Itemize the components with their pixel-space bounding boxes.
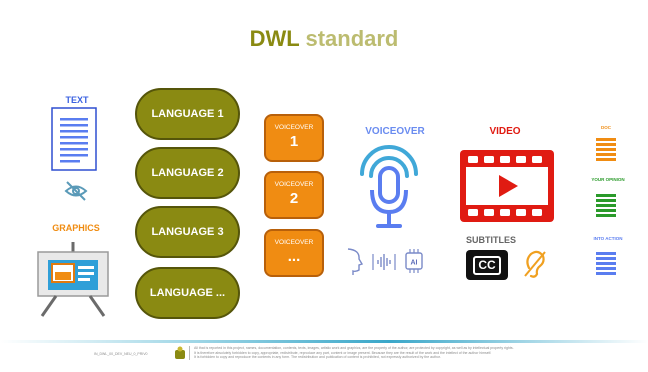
text-label: TEXT [65, 95, 89, 105]
voiceover-more-box: VOICEOVER ... [264, 229, 324, 277]
language-1-box: LANGUAGE 1 [135, 88, 240, 140]
footer-separator [189, 346, 190, 360]
closed-captions-icon: CC [466, 250, 508, 280]
presentation-board-icon [37, 242, 109, 317]
into-action-label: INTO ACTION [593, 236, 623, 241]
voiceover-box-label: VOICEOVER [274, 181, 314, 188]
voiceover-box-number: ... [287, 248, 301, 265]
cc-text: CC [473, 255, 501, 275]
video-film-icon [460, 150, 554, 222]
title-standard: standard [305, 26, 399, 51]
doc-orange-icon [596, 138, 616, 161]
voiceover-box-number: 1 [289, 133, 299, 150]
ai-chip-icon: AI [405, 249, 423, 273]
language-more-box: LANGUAGE ... [135, 267, 240, 319]
subtitles-label: SUBTITLES [465, 235, 516, 245]
footer-divider [0, 340, 648, 343]
title-dwl: DWL [249, 26, 300, 51]
video-heading: VIDEO [489, 126, 521, 137]
voiceover-heading: VOICEOVER [365, 126, 425, 137]
speaking-head-icon [347, 248, 364, 275]
language-3-box: LANGUAGE 3 [135, 206, 240, 258]
notice-line: It is forbidden to copy and reproduce th… [194, 355, 441, 359]
voiceover-2-box: VOICEOVER 2 [264, 171, 324, 219]
doc-label: DOC [601, 125, 611, 130]
doc-blue-icon [596, 252, 616, 275]
graphics-label: GRAPHICS [52, 223, 100, 233]
voiceover-box-number: 2 [289, 190, 299, 207]
copyright-notice: All that is reported in this project, na… [194, 346, 604, 360]
hearing-impaired-icon [524, 250, 546, 278]
voiceover-box-label: VOICEOVER [274, 124, 314, 131]
notice-line: It is therefore absolutely forbidden to … [194, 350, 492, 355]
audio-wave-icon [372, 254, 396, 270]
language-2-box: LANGUAGE 2 [135, 147, 240, 199]
page-title: DWL standard [0, 26, 648, 52]
footer-code: IN_DWL_00_DEV_NEU_0_PRIV0 [94, 352, 148, 356]
notice-line: All that is reported in this project, na… [194, 346, 514, 350]
text-document-icon [51, 107, 97, 171]
doc-green-icon [596, 194, 616, 217]
your-opinion-label: YOUR OPINION [591, 177, 625, 182]
microphone-icon [360, 145, 418, 228]
voiceover-1-box: VOICEOVER 1 [264, 114, 324, 162]
ai-text: AI [411, 260, 418, 267]
eye-hidden-icon [64, 181, 88, 201]
logo-icon [175, 346, 185, 359]
voiceover-box-label: VOICEOVER [274, 239, 314, 246]
